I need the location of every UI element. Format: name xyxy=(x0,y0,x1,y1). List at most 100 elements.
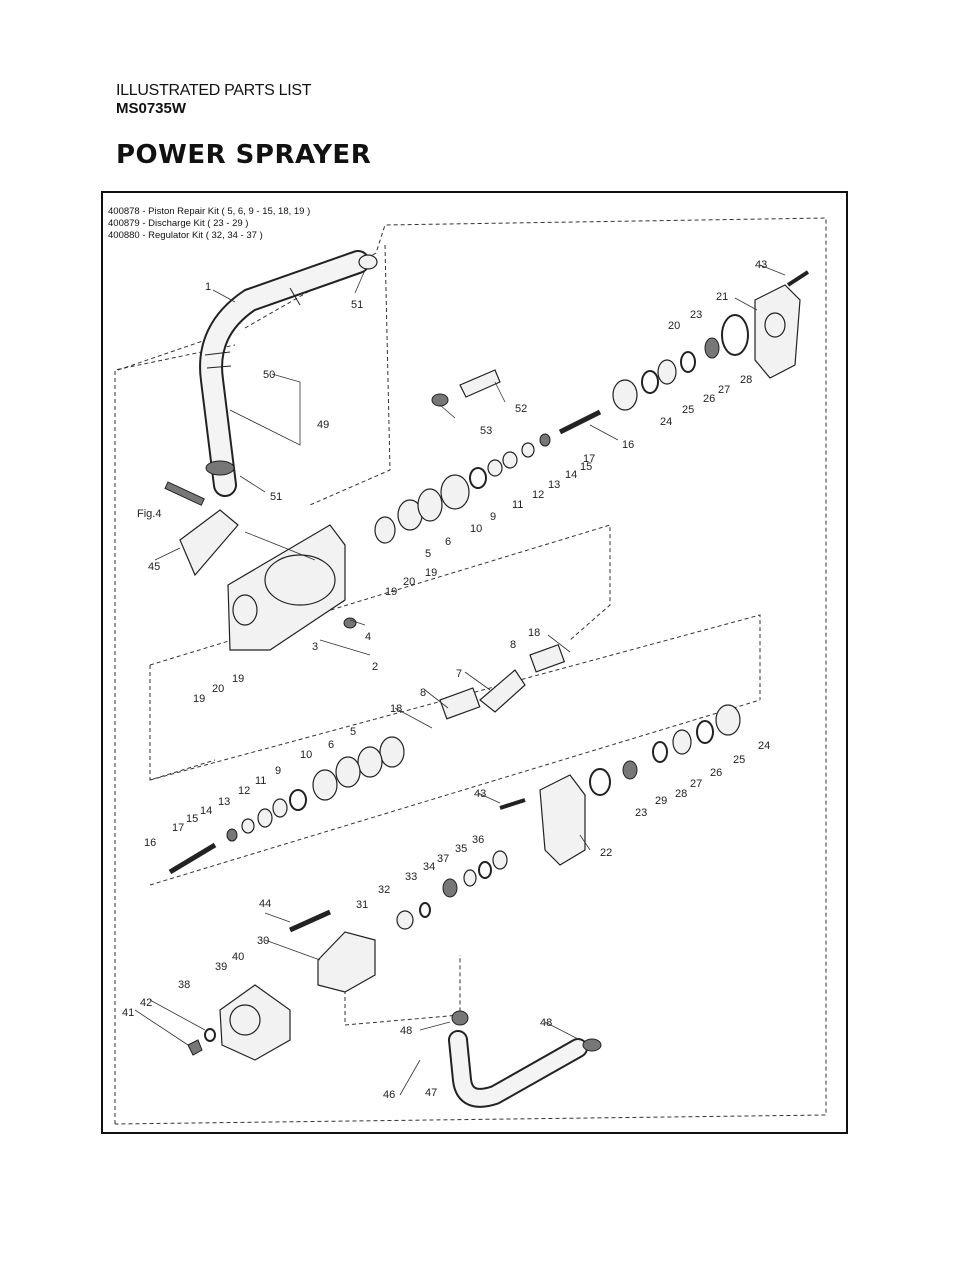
wobble-drive xyxy=(439,643,566,720)
callout-45: 45 xyxy=(148,561,160,573)
callout-31: 31 xyxy=(356,899,368,911)
callout-7: 7 xyxy=(456,668,462,680)
kit-list: 400878 - Piston Repair Kit ( 5, 6, 9 - 1… xyxy=(108,206,310,242)
motor-adapter xyxy=(187,984,291,1061)
callout-43: 43 xyxy=(755,259,767,271)
callout-9: 9 xyxy=(275,765,281,777)
callout-43: 43 xyxy=(474,788,486,800)
callout-16: 16 xyxy=(622,439,634,451)
callout-23: 23 xyxy=(690,309,702,321)
callout-11: 11 xyxy=(255,775,266,787)
hose-top-outline xyxy=(309,244,391,506)
callout-28: 28 xyxy=(740,374,752,386)
callout-49: 49 xyxy=(317,419,329,431)
assembly-outline xyxy=(114,217,827,1125)
cover-plate xyxy=(164,481,239,577)
callout-8: 8 xyxy=(420,687,426,699)
hose-clamp-53 xyxy=(431,393,449,407)
inlet-hose xyxy=(199,250,370,497)
callout-52: 52 xyxy=(515,403,527,415)
callout-39: 39 xyxy=(215,961,227,973)
callout-5: 5 xyxy=(350,726,356,738)
callout-25: 25 xyxy=(733,754,745,766)
callout-24: 24 xyxy=(758,740,770,752)
upper-piston-stack xyxy=(374,409,602,544)
model-number: MS0735W xyxy=(116,100,187,117)
callout-48: 48 xyxy=(400,1025,412,1037)
callout-27: 27 xyxy=(690,778,702,790)
kit-piston-repair: 400878 - Piston Repair Kit ( 5, 6, 9 - 1… xyxy=(108,206,311,217)
callout-41: 41 xyxy=(122,1007,134,1019)
callout-18: 18 xyxy=(528,627,540,639)
callout-15: 15 xyxy=(580,461,592,473)
doc-type-heading: ILLUSTRATED PARTS LIST xyxy=(116,82,312,99)
callout-50: 50 xyxy=(263,369,275,381)
callout-53: 53 xyxy=(480,425,492,437)
callout-32: 32 xyxy=(378,884,390,896)
callout-19: 19 xyxy=(193,693,205,705)
kit-regulator: 400880 - Regulator Kit ( 32, 34 - 37 ) xyxy=(108,230,263,241)
callout-20: 20 xyxy=(668,320,680,332)
callout-3: 3 xyxy=(312,641,318,653)
callout-19: 19 xyxy=(425,567,437,579)
callout-12: 12 xyxy=(238,785,250,797)
upper-discharge-stack xyxy=(612,270,810,411)
callout-17: 17 xyxy=(583,453,595,465)
callout-5: 5 xyxy=(425,548,431,560)
callout-14: 14 xyxy=(200,805,212,817)
callout-15: 15 xyxy=(186,813,198,825)
callout-10: 10 xyxy=(470,523,482,535)
callout-12: 12 xyxy=(532,489,544,501)
callout-19: 19 xyxy=(385,586,397,598)
callout-4: 4 xyxy=(365,631,371,643)
callout-35: 35 xyxy=(455,843,467,855)
outlet-hose xyxy=(448,1010,602,1108)
callout-19: 19 xyxy=(232,673,244,685)
callout-36: 36 xyxy=(472,834,484,846)
callout-6: 6 xyxy=(445,536,451,548)
callout-47: 47 xyxy=(425,1087,437,1099)
callout-29: 29 xyxy=(655,795,667,807)
callout-9: 9 xyxy=(490,511,496,523)
page-title: POWER SPRAYER xyxy=(116,140,372,170)
callout-37: 37 xyxy=(437,853,449,865)
callout-22: 22 xyxy=(600,847,612,859)
callout-17: 17 xyxy=(172,822,184,834)
callout-13: 13 xyxy=(548,479,560,491)
callout-8: 8 xyxy=(510,639,516,651)
callout-51: 51 xyxy=(351,299,363,311)
lower-discharge-stack xyxy=(499,704,741,866)
callout-51: 51 xyxy=(270,491,282,503)
callout-30: 30 xyxy=(257,935,269,947)
callout-42: 42 xyxy=(140,997,152,1009)
callout-33: 33 xyxy=(405,871,417,883)
callout-labels: 1 51 50 49 51 52 53 16 43 21 23 20 28 27… xyxy=(122,259,770,1101)
kit-discharge: 400879 - Discharge Kit ( 23 - 29 ) xyxy=(108,218,249,229)
callout-20: 20 xyxy=(403,576,415,588)
regulator-stack xyxy=(288,850,508,933)
callout-26: 26 xyxy=(710,767,722,779)
pressure-switch xyxy=(317,931,376,993)
callout-34: 34 xyxy=(423,861,435,873)
pump-body xyxy=(227,524,357,651)
callout-13: 13 xyxy=(218,796,230,808)
lower-group-outline xyxy=(149,614,761,886)
callout-27: 27 xyxy=(718,384,730,396)
callout-16: 16 xyxy=(144,837,156,849)
callout-2: 2 xyxy=(372,661,378,673)
callout-20: 20 xyxy=(212,683,224,695)
hose-clamp-top xyxy=(205,254,378,476)
callout-10: 10 xyxy=(300,749,312,761)
callout-28: 28 xyxy=(675,788,687,800)
callout-6: 6 xyxy=(328,739,334,751)
figure-label: Fig.4 xyxy=(137,508,161,520)
connector-tube-52 xyxy=(459,369,501,398)
callout-38: 38 xyxy=(178,979,190,991)
callout-18: 18 xyxy=(390,703,402,715)
lower-piston-stack xyxy=(168,736,405,875)
callout-44: 44 xyxy=(259,898,271,910)
callout-23: 23 xyxy=(635,807,647,819)
callout-11: 11 xyxy=(512,499,523,511)
callout-1: 1 xyxy=(205,281,211,293)
